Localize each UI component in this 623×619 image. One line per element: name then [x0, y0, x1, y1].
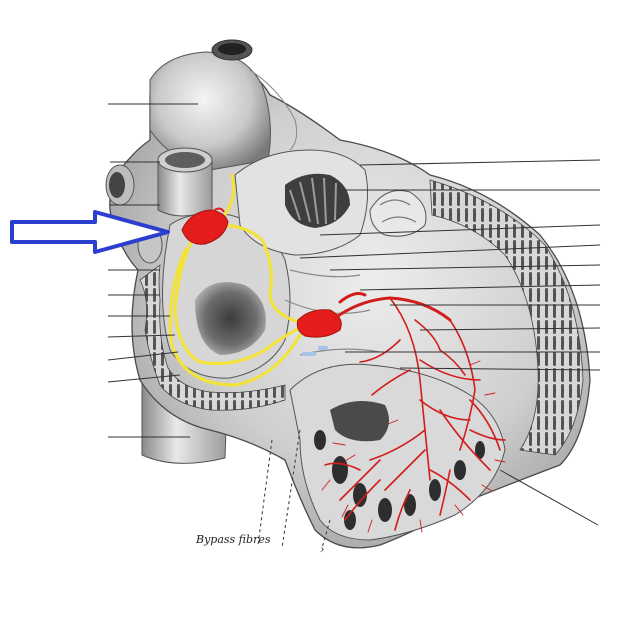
- aorta: [149, 39, 298, 171]
- small-mark: ›: [320, 543, 324, 556]
- ventricle-wall-right: [429, 179, 584, 456]
- sinoatrial-node: [181, 207, 229, 245]
- arrow-right-icon: [10, 210, 170, 254]
- left-atrium: [234, 149, 369, 256]
- leader-lines-left: [107, 103, 198, 438]
- leader-lines-right: [299, 159, 601, 526]
- right-atrium: [139, 213, 291, 411]
- leader-lines-bottom: [257, 429, 331, 549]
- superior-vena-cava: [157, 147, 213, 217]
- atrioventricular-node: [296, 309, 342, 338]
- bypass-fibres-caption: Bypass fibres: [195, 533, 271, 546]
- purkinje-fibres-fine: [321, 360, 506, 533]
- aortic-valve: [369, 190, 427, 237]
- purkinje-fibres: [324, 297, 506, 531]
- bypass-markers: [302, 346, 328, 356]
